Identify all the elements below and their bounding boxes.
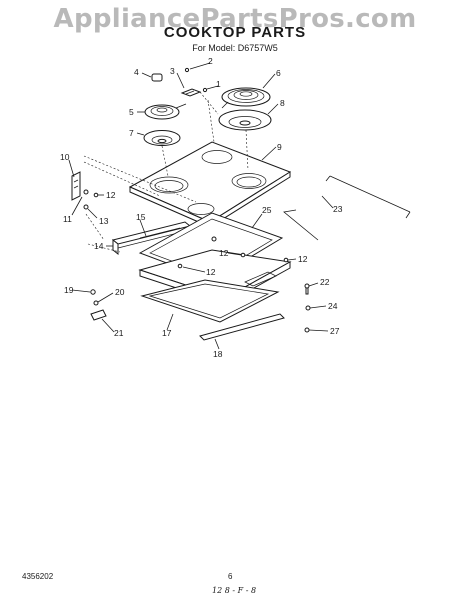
model-line: For Model: D6757W5 bbox=[192, 43, 278, 53]
callout-12-c: 12 bbox=[298, 254, 308, 264]
callout-20: 20 bbox=[115, 287, 125, 297]
surface-element-small bbox=[144, 103, 187, 120]
callout-5: 5 bbox=[129, 107, 134, 117]
callout-7: 7 bbox=[129, 128, 134, 138]
drip-bowl-large bbox=[218, 109, 272, 131]
callout-12-d: 12 bbox=[206, 267, 216, 277]
callout-12-b: 12 bbox=[219, 248, 229, 258]
callout-25: 25 bbox=[262, 205, 272, 215]
callout-3: 3 bbox=[170, 66, 175, 76]
clip-assembly bbox=[90, 289, 107, 321]
drip-bowl-small bbox=[143, 130, 181, 146]
callout-6: 6 bbox=[276, 68, 281, 78]
document-number: 4356202 bbox=[22, 572, 54, 581]
diagram-title: COOKTOP PARTS bbox=[163, 24, 307, 41]
callout-13: 13 bbox=[99, 216, 109, 226]
handwritten-note: 12 8 - F - 8 bbox=[212, 586, 257, 595]
callout-27: 27 bbox=[330, 326, 340, 336]
trim-strip bbox=[199, 313, 285, 341]
insulation-panel bbox=[140, 279, 280, 323]
callout-18: 18 bbox=[213, 349, 223, 359]
callout-2: 2 bbox=[208, 56, 213, 66]
callout-11: 11 bbox=[63, 214, 72, 224]
terminal-block bbox=[151, 67, 208, 97]
page-number: 6 bbox=[228, 572, 233, 581]
screws-right bbox=[304, 283, 311, 333]
callout-9: 9 bbox=[277, 142, 282, 152]
watermark: AppliancePartsPros.com bbox=[53, 4, 417, 34]
callout-22: 22 bbox=[320, 277, 330, 287]
callout-15: 15 bbox=[136, 212, 146, 222]
surface-element-large bbox=[221, 87, 271, 109]
callout-8: 8 bbox=[280, 98, 285, 108]
callout-19: 19 bbox=[64, 285, 74, 295]
callout-10: 10 bbox=[60, 152, 70, 162]
callout-21: 21 bbox=[114, 328, 124, 338]
callout-17: 17 bbox=[162, 328, 172, 338]
callout-4: 4 bbox=[134, 67, 139, 77]
callout-23: 23 bbox=[333, 204, 343, 214]
callout-24: 24 bbox=[328, 301, 338, 311]
callout-14: 14 bbox=[94, 241, 104, 251]
callout-1: 1 bbox=[216, 79, 221, 89]
support-rod bbox=[283, 175, 411, 241]
hinge-bracket bbox=[71, 171, 89, 210]
callout-12-a: 12 bbox=[106, 190, 116, 200]
